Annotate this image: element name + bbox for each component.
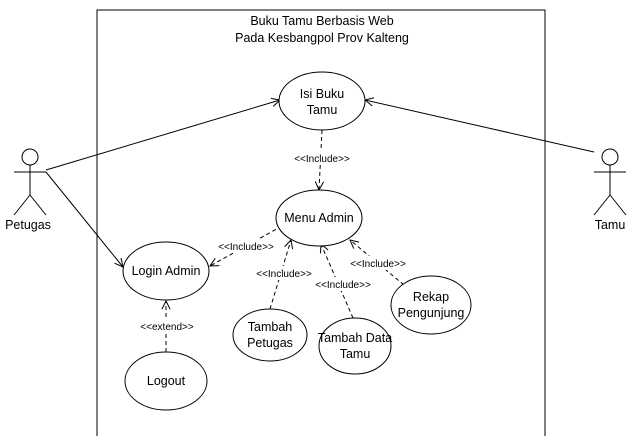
label-include-tambah-petugas: <<Include>> [253,266,315,280]
usecase-isi-buku-tamu-line2: Tamu [307,103,338,117]
usecase-tambah-data-tamu-line2: Tamu [340,347,371,361]
usecase-menu-admin-label: Menu Admin [284,211,354,225]
usecase-rekap-pengunjung[interactable]: Rekap Pengunjung [390,275,472,335]
usecase-tambah-petugas-line2: Petugas [247,336,293,350]
usecase-isi-buku-tamu-line1: Isi Buku [300,87,345,101]
system-boundary: Buku Tamu Berbasis Web Pada Kesbangpol P… [96,9,546,436]
svg-text:<<Include>>: <<Include>> [218,242,274,253]
svg-text:<<Include>>: <<Include>> [350,259,406,270]
actor-tamu-right-leg [609,194,627,216]
usecase-rekap-pengunjung-line2: Pengunjung [398,306,465,320]
association-petugas-login-admin [45,171,123,267]
usecase-tambah-data-tamu-line1: Tambah Data [318,331,392,345]
actor-tamu[interactable]: Tamu [593,148,627,232]
usecase-login-admin-label: Login Admin [132,264,201,278]
actor-petugas-right-leg [29,194,47,216]
usecase-tambah-petugas-line1: Tambah [248,320,293,334]
label-include-tambah-data-tamu: <<Include>> [312,277,374,291]
actor-petugas-left-leg [13,194,31,216]
usecase-menu-admin[interactable]: Menu Admin [275,189,363,247]
svg-text:<<extend>>: <<extend>> [140,322,194,333]
actor-petugas-head [21,148,39,166]
actor-tamu-left-leg [593,194,611,216]
usecase-login-admin[interactable]: Login Admin [122,241,210,301]
usecase-logout-label: Logout [147,374,186,388]
actor-petugas-label: Petugas [5,218,51,232]
label-include-isi-menu: <<Include>> [291,151,353,165]
label-include-menu-login: <<Include>> [215,239,277,253]
label-include-rekap-pengunjung: <<Include>> [347,256,409,270]
usecase-tambah-petugas[interactable]: Tambah Petugas [232,308,308,362]
association-tamu-isi-buku-tamu [365,100,595,153]
usecase-logout[interactable]: Logout [124,351,208,411]
svg-text:<<Include>>: <<Include>> [294,154,350,165]
svg-text:<<Include>>: <<Include>> [256,269,312,280]
svg-text:<<Include>>: <<Include>> [315,280,371,291]
usecase-isi-buku-tamu[interactable]: Isi Buku Tamu [278,71,366,131]
actor-tamu-head [601,148,619,166]
actor-tamu-label: Tamu [595,218,626,232]
system-title-line1: Buku Tamu Berbasis Web [250,14,393,28]
label-extend-logout-login: <<extend>> [138,319,196,333]
actor-petugas[interactable]: Petugas [5,148,51,232]
usecase-tambah-data-tamu[interactable]: Tambah Data Tamu [318,317,392,375]
association-petugas-isi-buku-tamu [45,100,280,171]
usecase-rekap-pengunjung-line1: Rekap [413,290,449,304]
system-title-line2: Pada Kesbangpol Prov Kalteng [235,31,409,45]
